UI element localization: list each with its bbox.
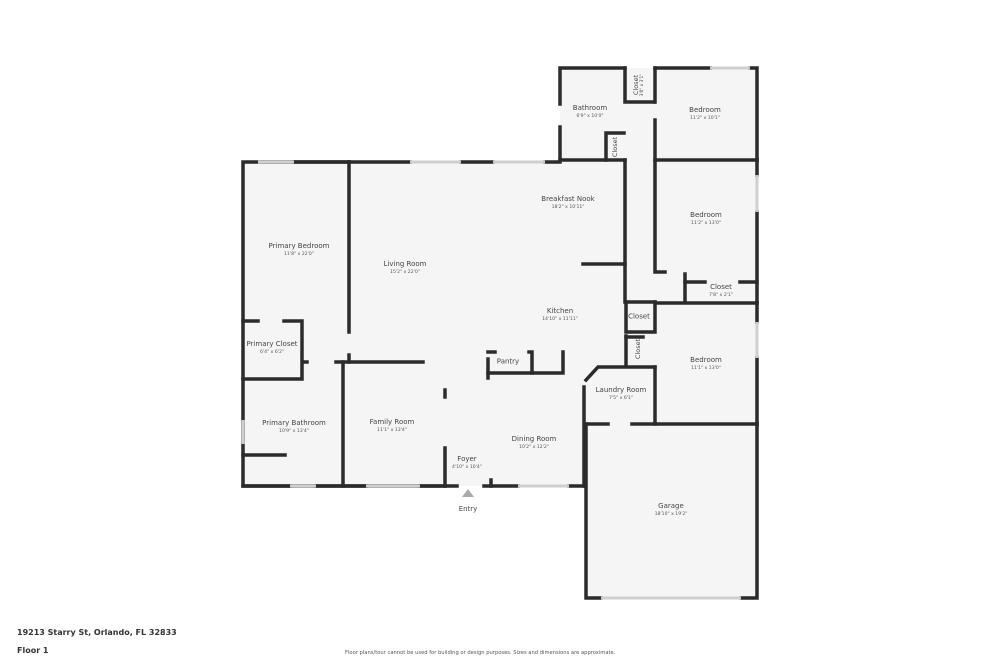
windows bbox=[241, 66, 759, 600]
room-primary-bedroom: Primary Bedroom 11'8" x 22'0" bbox=[269, 242, 330, 258]
property-address: 19213 Starry St, Orlando, FL 32833 bbox=[17, 628, 177, 637]
floor-fills bbox=[243, 68, 757, 599]
room-bedroom-ne: Bedroom 11'2" x 10'1" bbox=[689, 106, 721, 122]
walls bbox=[241, 66, 759, 600]
room-bedroom-se: Bedroom 11'1" x 13'0" bbox=[690, 356, 722, 372]
room-dims: 10'2" x 12'2" bbox=[519, 445, 549, 450]
room-name: Bedroom bbox=[690, 356, 722, 364]
floor-label: Floor 1 bbox=[17, 646, 49, 655]
room-dims: 11'1" x 13'4" bbox=[377, 428, 407, 433]
room-breakfast-nook: Breakfast Nook 18'2" x 10'11" bbox=[541, 195, 594, 211]
room-family-room: Family Room 11'1" x 13'4" bbox=[370, 418, 415, 434]
room-garage: Garage 18'10" x 19'2" bbox=[655, 502, 688, 518]
room-bathroom: Bathroom 6'9" x 10'0" bbox=[573, 104, 607, 120]
room-dims: 18'10" x 19'2" bbox=[654, 512, 688, 517]
room-name: Foyer bbox=[457, 455, 477, 463]
room-bedroom-e: Bedroom 11'2" x 13'0" bbox=[690, 211, 722, 227]
room-dims: 18'2" x 10'11" bbox=[551, 205, 585, 210]
room-dims: 3'0" x 3'1" bbox=[640, 73, 645, 97]
room-dims: 11'2" x 10'1" bbox=[690, 116, 720, 121]
room-foyer: Foyer 4'10" x 10'4" bbox=[452, 455, 482, 471]
room-closet-hall-2: Closet bbox=[634, 339, 642, 359]
room-name: Living Room bbox=[383, 260, 427, 268]
room-name: Primary Closet bbox=[246, 340, 298, 348]
room-dims: 11'2" x 13'0" bbox=[691, 221, 721, 226]
room-dims: 4'10" x 10'4" bbox=[452, 465, 482, 470]
room-name: Bedroom bbox=[689, 106, 721, 114]
room-name: Breakfast Nook bbox=[541, 195, 595, 203]
room-name: Kitchen bbox=[546, 307, 574, 315]
room-name: Laundry Room bbox=[595, 386, 647, 394]
room-closet-hall-1: Closet bbox=[628, 313, 650, 322]
room-name: Bathroom bbox=[572, 104, 608, 112]
room-name: Closet bbox=[710, 283, 732, 291]
room-name: Garage bbox=[658, 502, 684, 510]
room-name: Bedroom bbox=[690, 211, 722, 219]
room-name: Closet bbox=[632, 74, 640, 96]
room-name: Closet bbox=[611, 136, 619, 158]
room-dims: 6'4" x 6'2" bbox=[259, 350, 285, 355]
room-primary-bathroom: Primary Bathroom 10'9" x 13'4" bbox=[262, 419, 326, 435]
entry-label: Entry bbox=[458, 505, 478, 513]
room-name: Pantry bbox=[496, 357, 520, 366]
room-dims: 14'10" x 11'11" bbox=[542, 317, 578, 322]
room-dims: 7'5" x 6'1" bbox=[608, 396, 634, 401]
room-dims: 6'9" x 10'0" bbox=[576, 114, 604, 119]
room-kitchen: Kitchen 14'10" x 11'11" bbox=[542, 307, 578, 323]
room-pantry: Pantry bbox=[497, 358, 519, 367]
room-closet-bed-e: Closet 7'8" x 2'1" bbox=[709, 283, 733, 299]
room-dims: 10'9" x 13'4" bbox=[279, 429, 309, 434]
room-laundry-room: Laundry Room 7'5" x 6'1" bbox=[596, 386, 647, 402]
entry-arrow-icon bbox=[462, 489, 474, 497]
room-dims: 11'8" x 22'0" bbox=[284, 252, 314, 257]
room-name: Closet bbox=[628, 312, 650, 321]
room-closet-top: Closet 3'0" x 3'1" bbox=[632, 74, 646, 97]
room-dims: 15'2" x 22'0" bbox=[390, 270, 420, 275]
room-primary-closet: Primary Closet 6'4" x 6'2" bbox=[246, 340, 297, 356]
disclaimer: Floor plans/tour cannot be used for buil… bbox=[345, 650, 616, 656]
room-living-room: Living Room 15'2" x 22'0" bbox=[384, 260, 427, 276]
room-name: Primary Bedroom bbox=[268, 242, 330, 250]
room-name: Family Room bbox=[369, 418, 415, 426]
room-closet-bath: Closet bbox=[611, 137, 619, 157]
room-name: Dining Room bbox=[511, 435, 557, 443]
room-dining-room: Dining Room 10'2" x 12'2" bbox=[512, 435, 557, 451]
room-name: Closet bbox=[634, 338, 642, 360]
room-dims: 11'1" x 13'0" bbox=[691, 366, 721, 371]
room-dims: 7'8" x 2'1" bbox=[708, 293, 734, 298]
room-name: Primary Bathroom bbox=[262, 419, 326, 427]
